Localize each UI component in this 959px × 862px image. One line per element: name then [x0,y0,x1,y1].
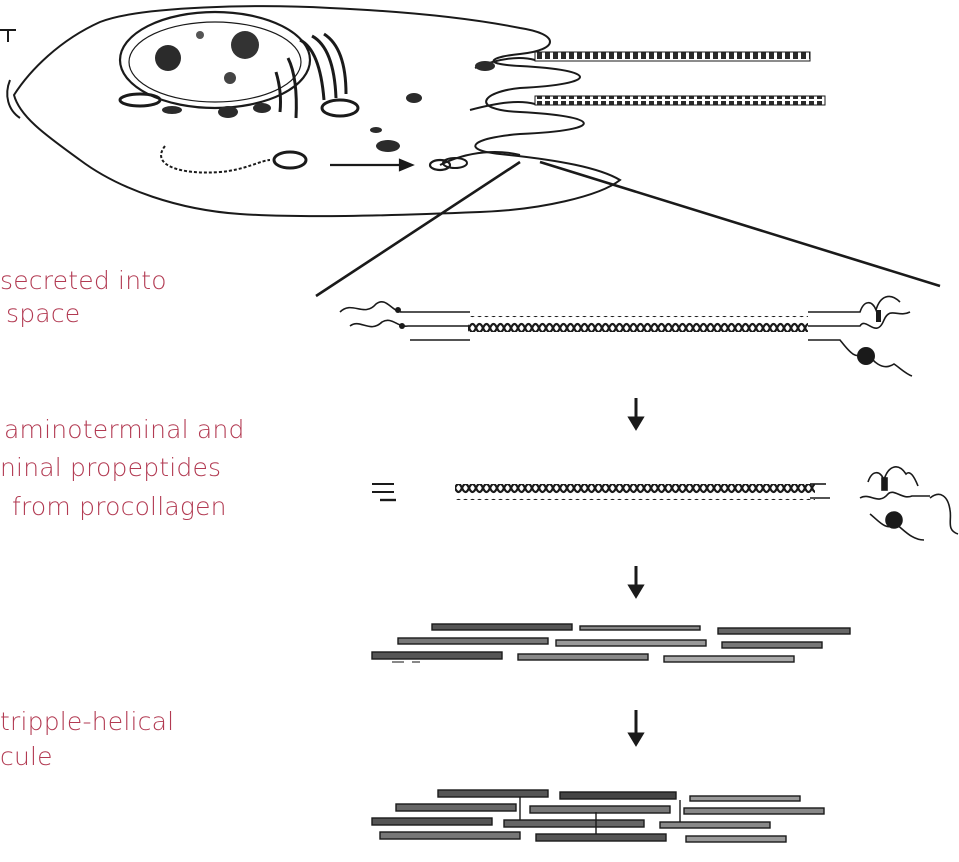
process-arrow-3 [630,710,642,744]
process-arrow-1 [630,398,642,428]
secreted-text-line2: space [6,297,80,331]
procollagen-molecule [340,296,912,376]
helix-text-line2: cule [0,740,53,774]
golgi-apparatus [276,34,346,118]
zoom-lines [316,162,940,296]
rough-er [161,146,270,173]
aligned-molecules [372,624,850,662]
collagen-molecule [372,484,830,500]
secreted-text-line1: secreted into [0,264,167,298]
process-arrow-2 [630,566,642,596]
cleavage-text-line2: ninal propeptides [0,451,221,485]
collagen-fibril [372,790,824,842]
cleavage-text-line3: from procollagen [12,490,227,524]
secretion-arrow [330,160,450,170]
cleavage-text-line1: aminoterminal and [4,413,245,447]
helix-text-line1: tripple-helical [0,705,174,739]
corner-marker [0,30,16,42]
cleaved-propeptides [860,467,958,540]
